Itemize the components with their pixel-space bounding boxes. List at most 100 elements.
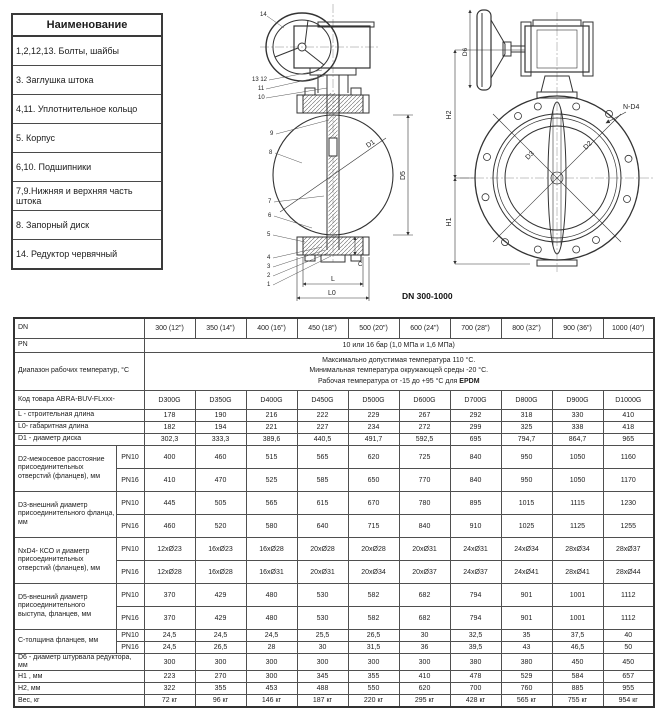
callout-label: 3 — [267, 264, 271, 270]
spec-cell: 780 — [398, 491, 451, 515]
spec-cell: D700G — [449, 390, 502, 410]
spec-cell: 24,5 — [143, 641, 196, 654]
dim-label-c: C — [358, 262, 363, 268]
spec-row: D2-межосевое расстояние присоединительны… — [13, 445, 655, 492]
spec-cell: 1001 — [551, 583, 604, 607]
spec-cell: 770 — [398, 468, 451, 492]
spec-cell: 1160 — [602, 445, 655, 469]
spec-cell: Максимально допустимая температура 110 °… — [143, 352, 655, 391]
spec-cell: 640 — [296, 514, 349, 538]
spec-cell: D400G — [245, 390, 298, 410]
spec-cell: 1255 — [602, 514, 655, 538]
spec-cell: 410 — [602, 409, 655, 422]
spec-cell: 600 (24") — [398, 317, 451, 339]
spec-cell: 755 кг — [551, 694, 604, 708]
spec-row-label: D2-межосевое расстояние присоединительны… — [13, 445, 117, 492]
dim-label-h2: H2 — [446, 110, 453, 119]
spec-row-label: D5-внешний диаметр присоединительного вы… — [13, 583, 117, 630]
spec-cell: 585 — [296, 468, 349, 492]
dim-label-d2: D2 — [582, 140, 593, 151]
spec-cell: D900G — [551, 390, 604, 410]
spec-cell: 1112 — [602, 606, 655, 630]
spec-cell: 26,5 — [347, 629, 400, 642]
spec-cell: 300 — [296, 652, 349, 672]
spec-cell: 16xØ31 — [245, 560, 298, 584]
spec-cell: 520 — [194, 514, 247, 538]
parts-list-item: 3. Заглушка штока — [12, 65, 162, 95]
spec-row-label: NxD4- КСО и диаметр присоединительных от… — [13, 537, 117, 584]
spec-cell: 20xØ28 — [347, 537, 400, 561]
spec-cell: D350G — [194, 390, 247, 410]
spec-cell: 460 — [194, 445, 247, 469]
spec-cell: 840 — [449, 445, 502, 469]
spec-cell: 28xØ37 — [602, 537, 655, 561]
spec-cell: 895 — [449, 491, 502, 515]
spec-cell: 187 кг — [296, 694, 349, 708]
spec-cell: 234 — [347, 421, 400, 434]
spec-cell: 429 — [194, 606, 247, 630]
spec-cell: 515 — [245, 445, 298, 469]
spec-cell: 300 — [143, 652, 196, 672]
spec-cell: 20xØ31 — [398, 537, 451, 561]
spec-cell: 227 — [296, 421, 349, 434]
spec-cell: 1001 — [551, 606, 604, 630]
spec-cell: 272 — [398, 421, 451, 434]
spec-cell: 300 — [194, 652, 247, 672]
spec-cell: 901 — [500, 583, 553, 607]
spec-cell: 840 — [398, 514, 451, 538]
spec-cell: 460 — [143, 514, 196, 538]
spec-cell: 32,5 — [449, 629, 502, 642]
spec-cell: 950 — [500, 468, 553, 492]
spec-cell: 300 — [347, 652, 400, 672]
spec-cell: 657 — [602, 670, 655, 684]
spec-cell: 182 — [143, 421, 196, 434]
spec-cell: 43 — [500, 641, 553, 654]
spec-cell: 10 или 16 бар (1,0 МПа и 1,6 МПа) — [143, 338, 655, 353]
spec-cell: 580 — [245, 514, 298, 538]
callout-label: 10 — [258, 95, 265, 101]
spec-row-label: PN — [13, 338, 145, 353]
spec-cell: 24xØ41 — [500, 560, 553, 584]
parts-list-header: Наименование — [12, 13, 162, 37]
spec-cell: 565 — [296, 445, 349, 469]
spec-cell: 12xØ28 — [143, 560, 196, 584]
spec-cell: 418 — [602, 421, 655, 434]
spec-cell: 300 — [245, 652, 298, 672]
spec-row-label: H1 , мм — [13, 670, 145, 684]
spec-cell: 370 — [143, 583, 196, 607]
temp-range-line: Максимально допустимая температура 110 °… — [322, 356, 476, 364]
spec-cell: 295 кг — [398, 694, 451, 708]
spec-cell: 190 — [194, 409, 247, 422]
spec-row: Диапазон рабочих температур, °С Максималь… — [13, 352, 655, 391]
spec-cell: 620 — [347, 445, 400, 469]
spec-cell: 222 — [296, 409, 349, 422]
spec-cell: 530 — [296, 606, 349, 630]
spec-cell: 965 — [602, 433, 655, 446]
spec-cell: 30 — [296, 641, 349, 654]
dim-label-l: L — [331, 276, 335, 283]
dim-label-l0: L0 — [328, 290, 336, 297]
spec-cell: 292 — [449, 409, 502, 422]
spec-cell: D1000G — [602, 390, 655, 410]
spec-cell: 20xØ37 — [398, 560, 451, 584]
pn10-label: PN10 — [115, 583, 145, 607]
spec-cell: 615 — [296, 491, 349, 515]
spec-cell: D500G — [347, 390, 400, 410]
spec-cell: 1112 — [602, 583, 655, 607]
spec-cell: 1170 — [602, 468, 655, 492]
spec-cell: 1025 — [500, 514, 553, 538]
spec-cell: 450 — [551, 652, 604, 672]
spec-cell: 300 — [398, 652, 451, 672]
spec-row-label: Диапазон рабочих температур, °С — [13, 352, 145, 391]
callout-label: 2 — [267, 273, 271, 279]
spec-cell: 620 — [398, 682, 451, 696]
spec-cell: 1000 (40") — [602, 317, 655, 339]
spec-cell: 760 — [500, 682, 553, 696]
callout-label: 11 — [258, 86, 265, 92]
